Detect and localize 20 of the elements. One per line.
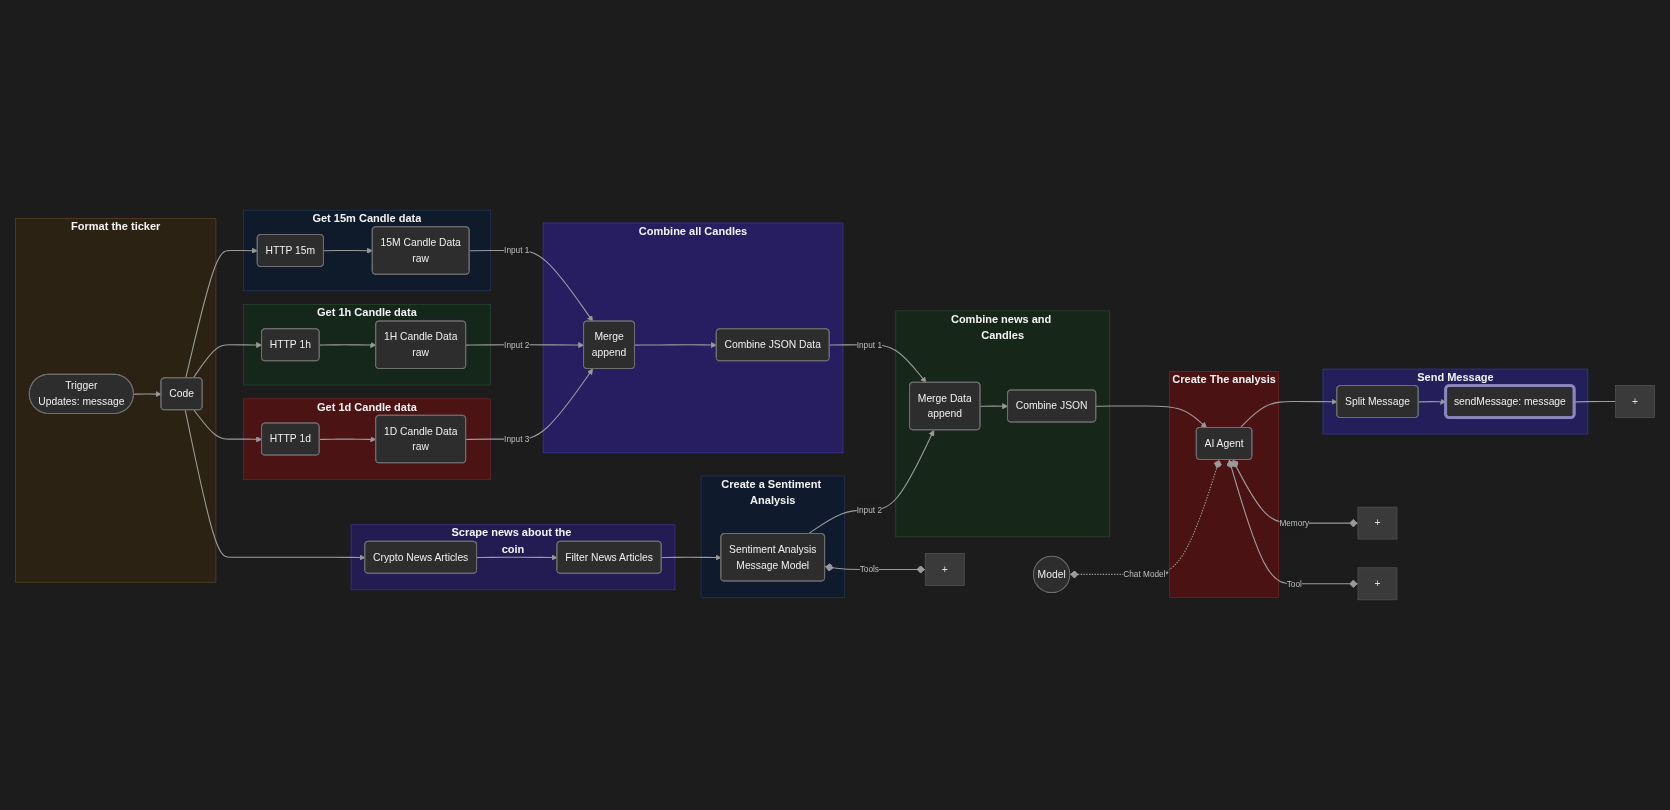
node-circle: Model <box>1032 555 1071 594</box>
edge-label: Chat Model* <box>1123 569 1169 580</box>
node-box: + <box>924 553 965 586</box>
edge-label: Input 2 <box>504 339 530 350</box>
node-box: + <box>1357 567 1398 601</box>
arrow <box>807 429 935 535</box>
node-box: + <box>1357 506 1398 540</box>
edge-label: Input 3 <box>504 434 530 444</box>
arrow <box>323 247 373 254</box>
arrow <box>634 341 717 348</box>
edge-label: Input 2 <box>856 505 882 515</box>
edge-label: Tool <box>1286 578 1302 589</box>
edge-label: Memory <box>1279 518 1310 528</box>
node-box: + <box>1615 385 1655 418</box>
arrow <box>1095 405 1207 429</box>
connector <box>824 563 926 574</box>
edge-label: Tools <box>859 564 879 575</box>
arrow <box>185 247 258 379</box>
edge-label: Input 1 <box>504 245 530 256</box>
edge-label: Input 1 <box>856 339 882 350</box>
